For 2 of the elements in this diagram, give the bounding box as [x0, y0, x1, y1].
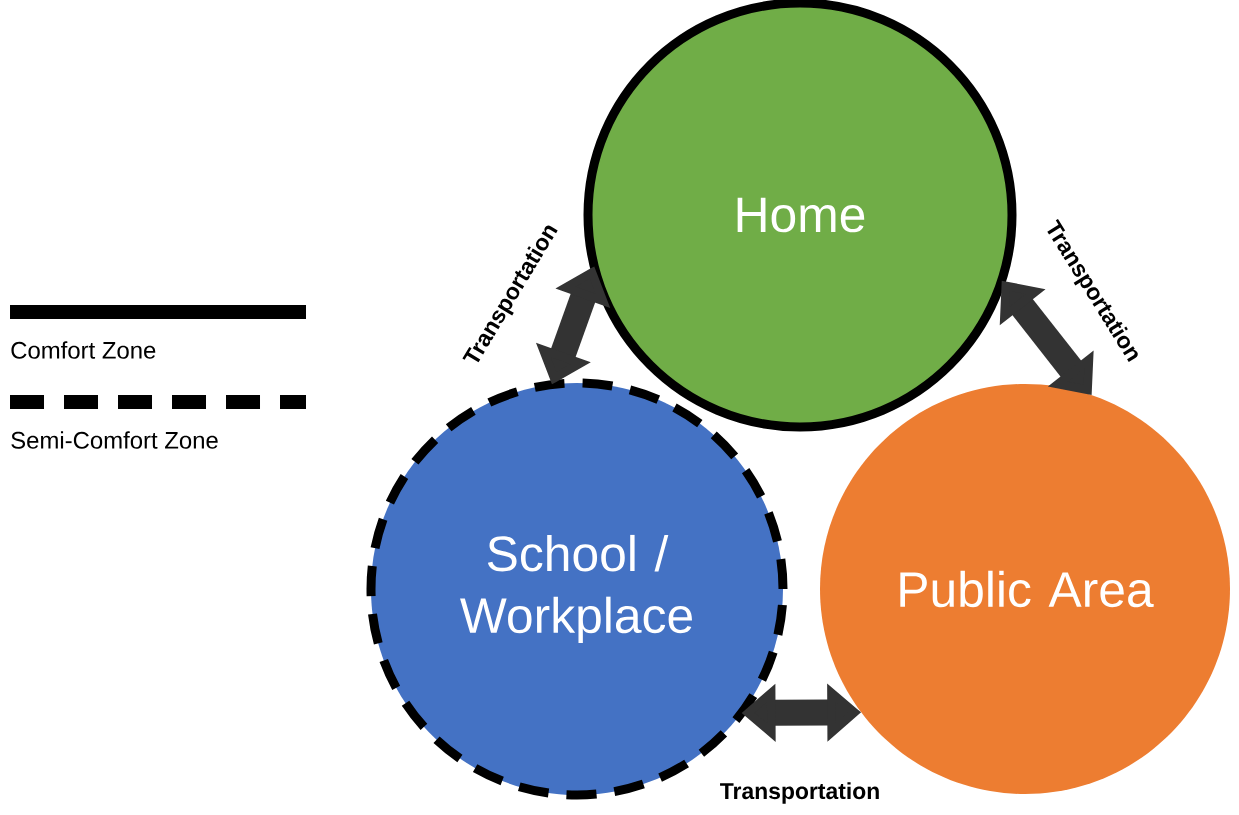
legend-label: Semi-Comfort Zone	[11, 431, 218, 449]
legend-label: Comfort Zone	[11, 341, 156, 359]
